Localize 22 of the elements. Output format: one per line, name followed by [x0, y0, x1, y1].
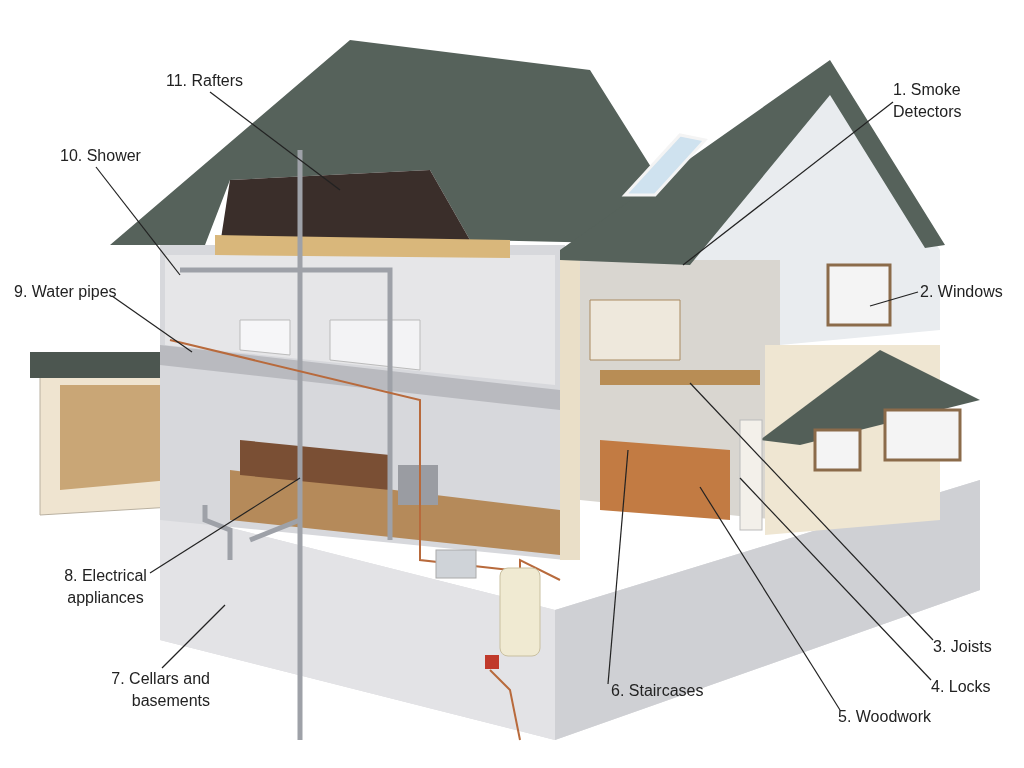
callout-label: 11. Rafters	[166, 70, 244, 92]
leader-line	[689, 382, 934, 641]
callout-label: 6. Staircases	[611, 680, 704, 702]
callout-label: 4. Locks	[931, 676, 991, 698]
leader-line	[111, 295, 193, 353]
leader-line	[209, 91, 341, 191]
leader-line	[95, 166, 181, 276]
callout-label: 8. Electrical appliances	[58, 565, 153, 609]
leader-line	[161, 604, 226, 669]
leader-line	[739, 477, 932, 681]
leader-line	[869, 291, 919, 307]
callout-label: 3. Joists	[933, 636, 992, 658]
callout-label: 2. Windows	[920, 281, 1003, 303]
callout-label: 10. Shower	[60, 145, 141, 167]
callout-label: 1. Smoke Detectors	[893, 79, 988, 123]
leader-line	[149, 477, 301, 574]
callout-label: 9. Water pipes	[14, 281, 117, 303]
callout-label: 7. Cellars and basements	[75, 668, 210, 712]
leader-line	[699, 486, 841, 711]
leader-line	[607, 449, 629, 685]
callout-label: 5. Woodwork	[838, 706, 932, 728]
leader-line	[682, 101, 894, 266]
